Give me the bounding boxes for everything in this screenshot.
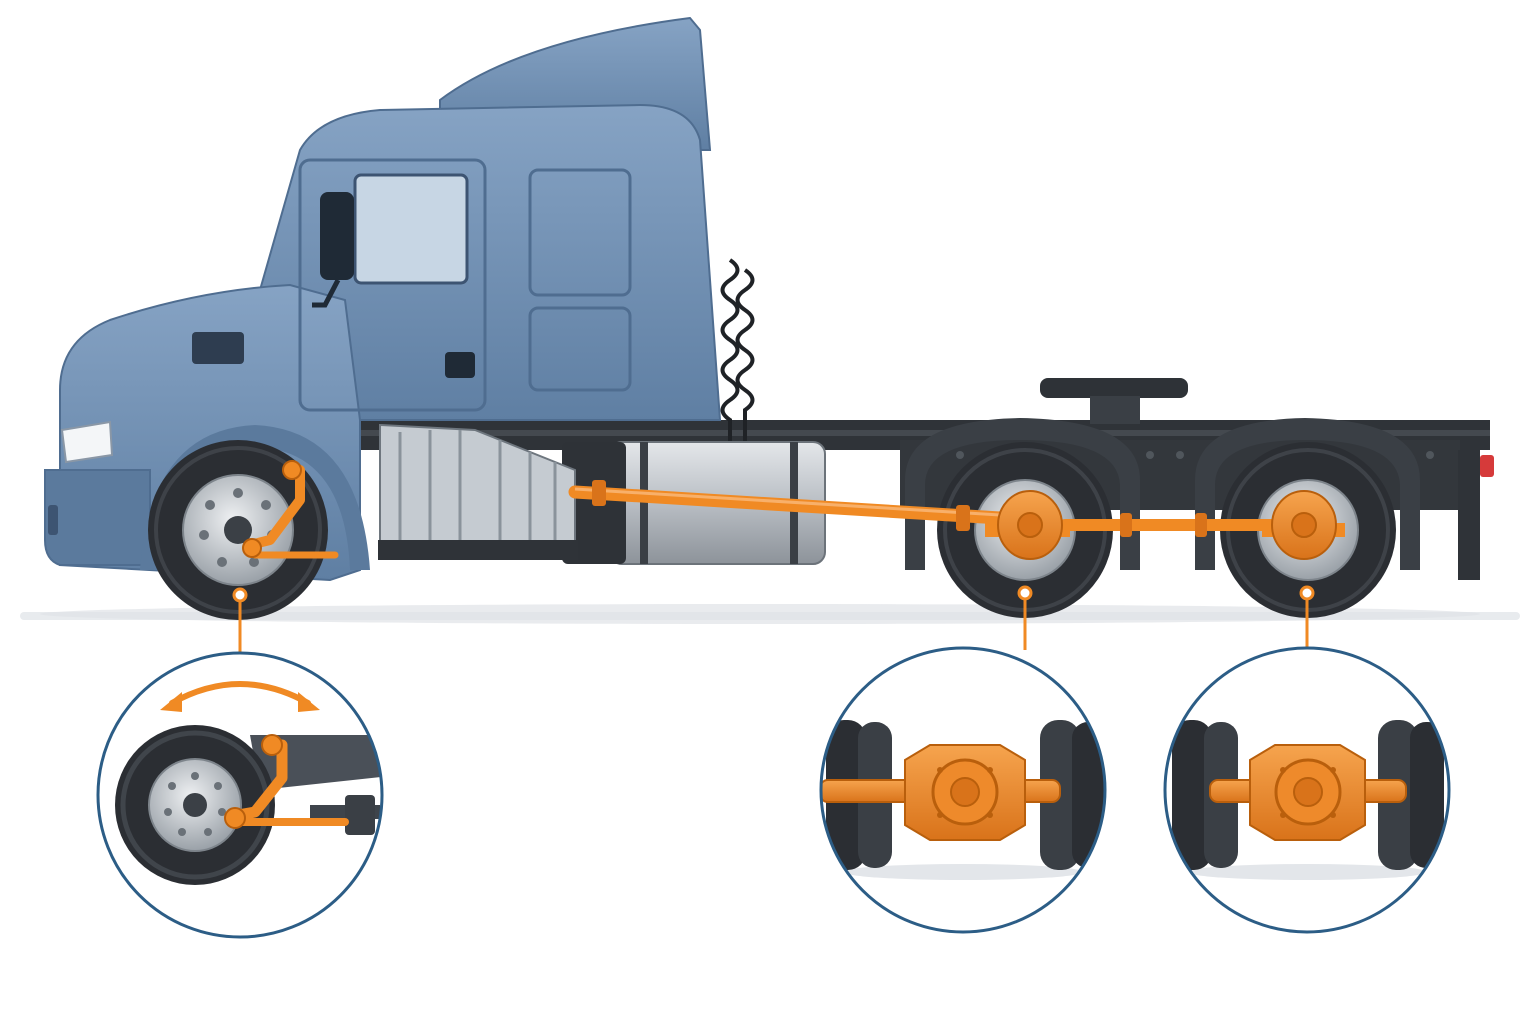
cab [44,16,722,582]
headlight [60,420,114,464]
callout-anchor-dots [232,585,1315,603]
air-lines-coiled [720,258,755,480]
callout-forward-drive-axle [819,646,1107,934]
driveshaft [568,480,1281,537]
cab-door [298,158,487,412]
cab-window [353,173,469,285]
door-handle [445,352,475,378]
tail-light [1480,455,1494,477]
sleeper-panel-lower [528,306,632,392]
rear-drive-differential [1262,490,1345,560]
callout-front-steering [96,651,384,939]
front-steer-wheel [148,440,328,620]
front-steering-linkage [242,460,339,559]
ground-shadow [40,604,1480,624]
sleeper-panel-upper [528,168,632,297]
hood-vent [192,332,244,364]
forward-drive-differential [985,490,1070,560]
fifth-wheel [1040,378,1188,424]
steering-motion-arrow-icon [160,681,320,712]
callout-leaders [238,598,1309,655]
transmission [378,423,578,560]
side-mirror [320,192,354,280]
callout-rear-drive-axle [1163,646,1451,934]
